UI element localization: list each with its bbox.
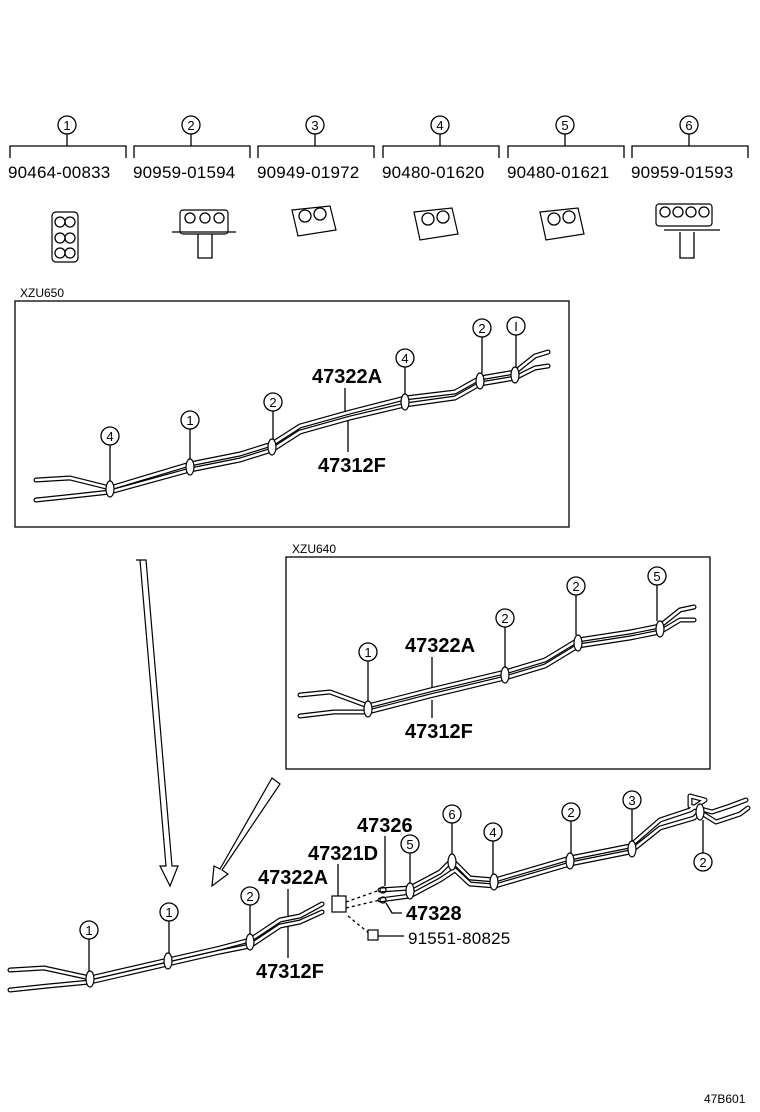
svg-text:2: 2 bbox=[478, 321, 485, 336]
label-47328: 47328 bbox=[406, 903, 462, 925]
svg-text:6: 6 bbox=[448, 807, 455, 822]
svg-text:5: 5 bbox=[653, 569, 660, 584]
main-clamps bbox=[85, 803, 705, 988]
header-callout-4: 4 bbox=[436, 118, 443, 133]
header-item-1: 1 90464-00833 bbox=[8, 115, 127, 182]
part-number-5: 90480-01621 bbox=[507, 163, 609, 182]
panel-xzu640: XZU640 1 2 2 5 47322A 47312F bbox=[285, 542, 711, 770]
clamp-icon-5 bbox=[539, 207, 585, 241]
svg-text:4: 4 bbox=[106, 429, 113, 444]
direction-arrows bbox=[136, 559, 281, 888]
clamp-icon-1 bbox=[51, 211, 79, 263]
svg-text:2: 2 bbox=[501, 611, 508, 626]
part-number-2: 90959-01594 bbox=[133, 163, 235, 182]
svg-text:2: 2 bbox=[567, 805, 574, 820]
junction-block bbox=[331, 886, 387, 941]
svg-text:1: 1 bbox=[364, 645, 371, 660]
header-callout-6: 6 bbox=[685, 118, 692, 133]
svg-text:1: 1 bbox=[186, 413, 193, 428]
svg-text:2: 2 bbox=[699, 855, 706, 870]
panel-xzu640-callouts: 1 2 2 5 bbox=[358, 566, 667, 701]
bolt-icon bbox=[367, 929, 379, 941]
header-item-3: 3 90949-01972 bbox=[257, 115, 375, 182]
label-bolt-91551-80825: 91551-80825 bbox=[408, 929, 510, 948]
main-label-47322a: 47322A bbox=[258, 867, 328, 889]
main-callouts: 1 1 2 5 6 4 2 3 2 bbox=[79, 790, 713, 971]
panel-xzu640-title: XZU640 bbox=[292, 542, 336, 556]
panel-xzu650-label-47312f: 47312F bbox=[318, 455, 386, 477]
panel-xzu640-label-47312f: 47312F bbox=[405, 721, 473, 743]
down-arrow-right bbox=[211, 777, 281, 888]
panel-xzu650-callouts: 4 1 2 4 2 I bbox=[100, 316, 526, 481]
svg-text:1: 1 bbox=[85, 923, 92, 938]
panel-xzu640-pipe-lower bbox=[297, 617, 697, 719]
diagram-code: 47B601 bbox=[704, 1092, 746, 1106]
header-callout-2: 2 bbox=[187, 118, 194, 133]
part-number-4: 90480-01620 bbox=[382, 163, 484, 182]
svg-text:4: 4 bbox=[401, 351, 408, 366]
main-label-47312f: 47312F bbox=[256, 961, 324, 983]
main-pipe-left-upper bbox=[7, 901, 325, 981]
header-item-2: 2 90959-01594 bbox=[133, 115, 251, 182]
panel-xzu650: XZU650 4 1 2 4 2 bbox=[14, 286, 570, 528]
down-arrow-left bbox=[136, 559, 179, 888]
svg-text:I: I bbox=[514, 319, 518, 334]
label-47321d: 47321D bbox=[308, 843, 378, 865]
part-number-6: 90959-01593 bbox=[631, 163, 733, 182]
header-callout-3: 3 bbox=[311, 118, 318, 133]
header-callout-5: 5 bbox=[561, 118, 568, 133]
clamp-icon-6 bbox=[655, 203, 720, 259]
svg-text:2: 2 bbox=[269, 395, 276, 410]
svg-text:2: 2 bbox=[572, 579, 579, 594]
header-item-6: 6 90959-01593 bbox=[631, 115, 749, 182]
clamp-icon-3 bbox=[291, 205, 337, 237]
svg-text:2: 2 bbox=[246, 889, 253, 904]
panel-xzu650-title: XZU650 bbox=[20, 286, 64, 300]
main-pipe-right bbox=[377, 793, 751, 903]
clamp-icon-2 bbox=[172, 209, 236, 259]
clamp-icon-4 bbox=[413, 207, 459, 241]
main-pipe-left-lower bbox=[7, 909, 325, 993]
header-item-5: 5 90480-01621 bbox=[507, 115, 625, 182]
label-47326: 47326 bbox=[357, 815, 413, 837]
panel-xzu650-clamps bbox=[105, 366, 520, 498]
panel-xzu640-pipe-upper bbox=[297, 604, 697, 709]
panel-xzu640-clamps bbox=[363, 620, 665, 718]
part-number-3: 90949-01972 bbox=[257, 163, 359, 182]
svg-text:4: 4 bbox=[489, 825, 496, 840]
svg-text:5: 5 bbox=[406, 837, 413, 852]
part-number-1: 90464-00833 bbox=[8, 163, 110, 182]
svg-text:1: 1 bbox=[165, 905, 172, 920]
panel-xzu640-label-47322a: 47322A bbox=[405, 635, 475, 657]
header-item-4: 4 90480-01620 bbox=[382, 115, 500, 182]
main-assembly: 1 1 2 5 6 4 2 3 2 47322A 47312F 47326 47… bbox=[7, 790, 751, 993]
parts-header: 1 90464-00833 2 90959-01594 3 90949-0197… bbox=[8, 115, 749, 182]
svg-text:3: 3 bbox=[628, 793, 635, 808]
panel-xzu650-label-47322a: 47322A bbox=[312, 366, 382, 388]
panel-xzu650-pipe-upper bbox=[33, 349, 551, 491]
panel-xzu650-pipe-lower bbox=[33, 363, 551, 503]
header-callout-1: 1 bbox=[63, 118, 70, 133]
